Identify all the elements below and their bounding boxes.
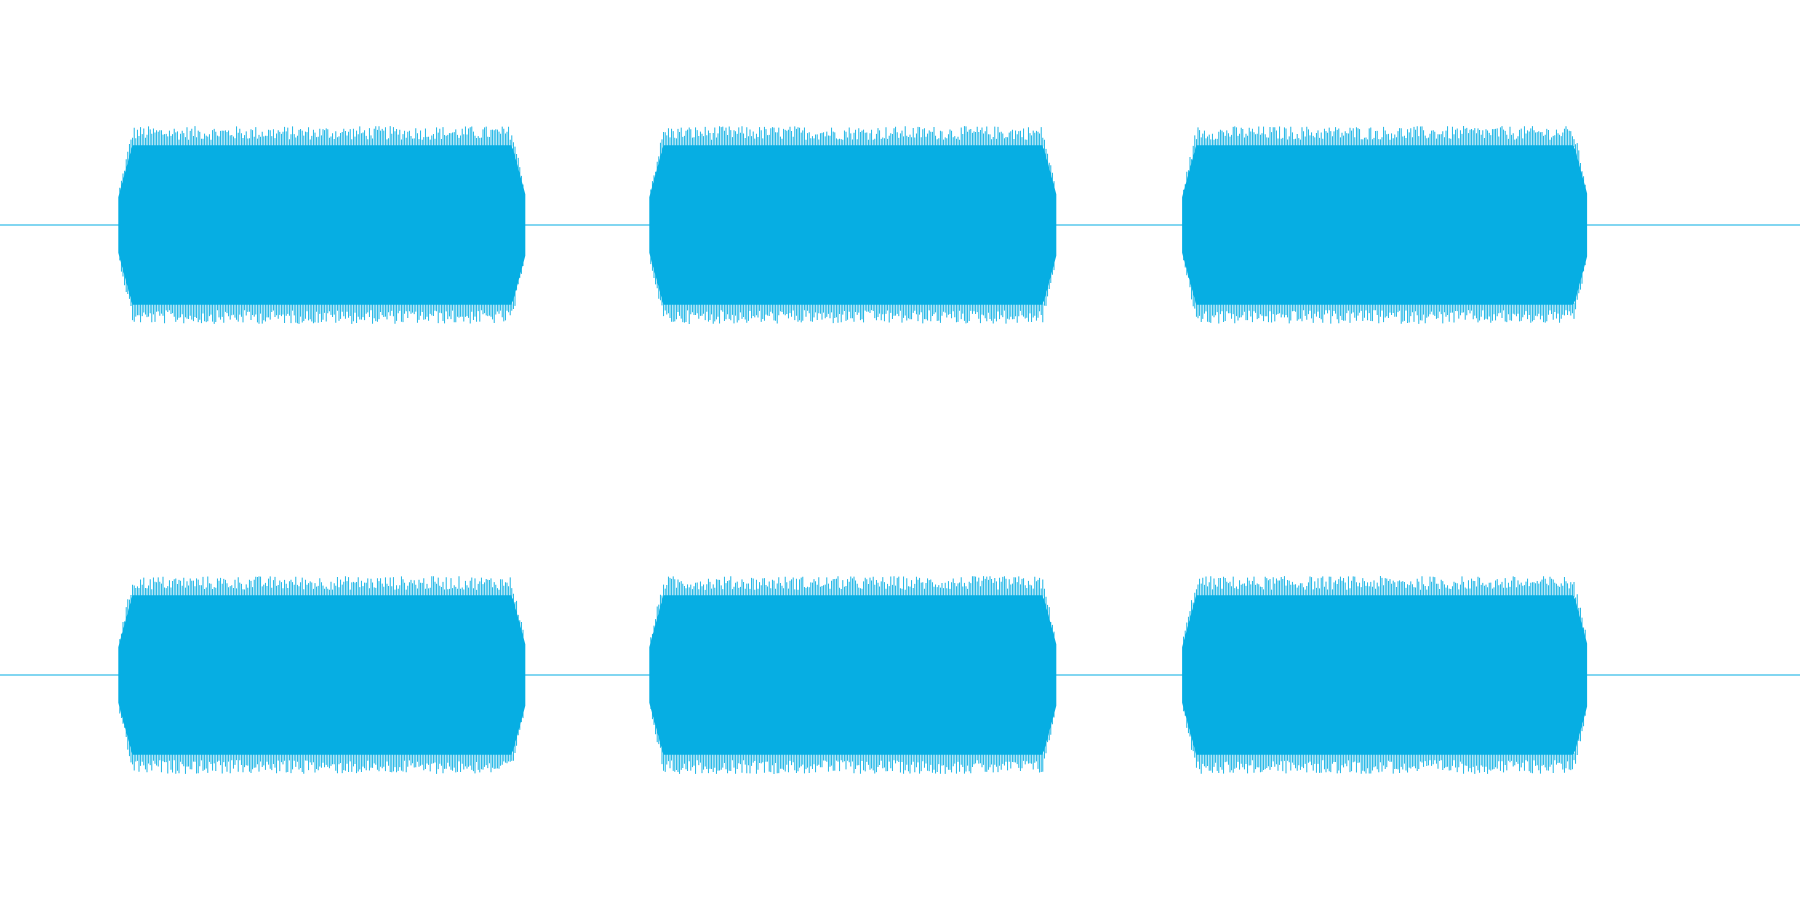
channel-2-burst-3 — [1182, 595, 1588, 755]
channel-1-burst-2-peaks — [650, 126, 1055, 324]
channel-2-burst-1-peaks — [119, 576, 524, 774]
channel-1-burst-1 — [118, 145, 526, 305]
channel-2-burst-1 — [118, 595, 526, 755]
channel-2-burst-3-peaks — [1183, 576, 1586, 774]
channel-1-burst-1-peaks — [119, 126, 524, 324]
channel-1-burst-2 — [649, 145, 1057, 305]
channel-2 — [0, 576, 1800, 774]
channel-1 — [0, 126, 1800, 324]
channel-2-burst-2 — [649, 595, 1057, 755]
channel-2-burst-2-peaks — [650, 576, 1055, 774]
channel-1-burst-3 — [1182, 145, 1588, 305]
channel-1-burst-3-peaks — [1183, 126, 1586, 324]
